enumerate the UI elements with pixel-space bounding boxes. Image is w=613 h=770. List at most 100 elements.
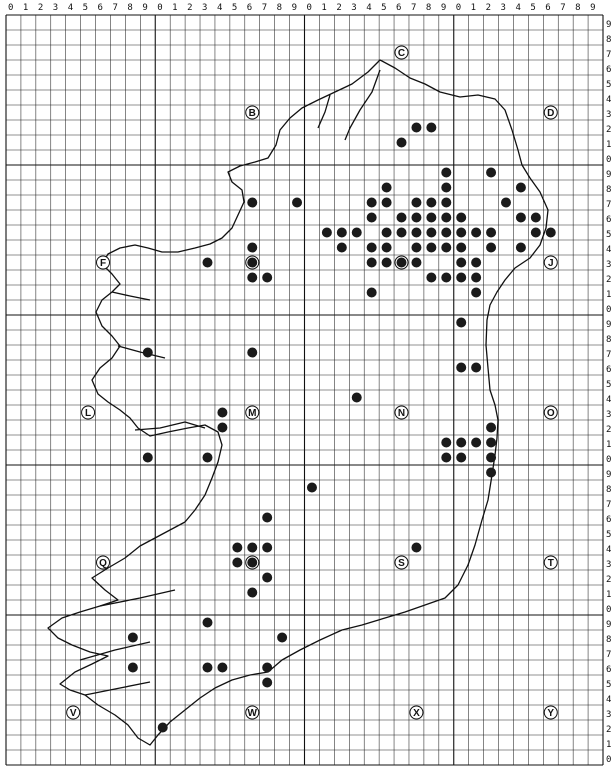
- record-dot: [441, 242, 452, 253]
- top-scale-tick: 6: [98, 3, 103, 13]
- coastline-shannon-estuary: [134, 421, 206, 431]
- record-dot: [217, 422, 228, 433]
- top-scale-tick: 0: [307, 3, 312, 13]
- right-scale-tick: 6: [606, 665, 611, 675]
- right-scale-tick: 2: [606, 275, 611, 285]
- top-scale-tick: 4: [217, 3, 222, 13]
- coastline-kenmare: [79, 641, 151, 661]
- record-dot: [486, 422, 497, 433]
- right-scale-tick: 5: [606, 380, 611, 390]
- grid-square-labels: CBDFGHJLMNOQRSTVWXY: [66, 45, 558, 720]
- record-dot: [456, 227, 467, 238]
- right-scale-tick: 4: [606, 545, 611, 555]
- right-scale-tick: 8: [606, 335, 611, 345]
- right-scale-tick: 6: [606, 215, 611, 225]
- grid-square-letter: B: [249, 108, 256, 119]
- right-scale-tick: 0: [606, 605, 611, 615]
- record-dot: [247, 557, 258, 568]
- grid-square-circle: [543, 405, 558, 420]
- grid-square-circle: [96, 555, 111, 570]
- right-scale: 9876543210987654321098765432109876543210…: [606, 20, 611, 765]
- record-dot: [202, 452, 213, 463]
- grid-square-letter: C: [398, 48, 405, 59]
- right-scale-tick: 2: [606, 425, 611, 435]
- record-dots: [127, 122, 556, 733]
- record-dot: [441, 452, 452, 463]
- grid-square-circle: [81, 405, 96, 420]
- grid-square-letter: Q: [99, 558, 107, 569]
- record-dot: [530, 212, 541, 223]
- top-scale-tick: 8: [277, 3, 282, 13]
- record-dot: [426, 212, 437, 223]
- right-scale-tick: 0: [606, 305, 611, 315]
- top-scale-tick: 3: [501, 3, 506, 13]
- record-dot: [262, 512, 273, 523]
- record-dot: [441, 167, 452, 178]
- top-scale-tick: 7: [560, 3, 565, 13]
- coastline-bantry: [84, 681, 151, 696]
- record-dot: [247, 587, 258, 598]
- top-scale-tick: 7: [112, 3, 117, 13]
- record-dot: [426, 227, 437, 238]
- right-scale-tick: 1: [606, 290, 611, 300]
- record-dot: [515, 212, 526, 223]
- right-scale-tick: 3: [606, 110, 611, 120]
- right-scale-tick: 3: [606, 560, 611, 570]
- record-dot: [411, 542, 422, 553]
- top-scale-tick: 8: [127, 3, 132, 13]
- right-scale-tick: 1: [606, 140, 611, 150]
- top-scale-tick: 1: [471, 3, 476, 13]
- record-dot: [247, 347, 258, 358]
- right-scale-tick: 2: [606, 575, 611, 585]
- record-dot: [486, 167, 497, 178]
- record-dot: [336, 242, 347, 253]
- record-dot: [381, 242, 392, 253]
- grid-square-circle: [543, 555, 558, 570]
- record-dot: [471, 272, 482, 283]
- grid-square-letter: L: [85, 408, 91, 419]
- grid-square-letter: M: [248, 408, 256, 419]
- record-dot: [292, 197, 303, 208]
- top-scale-tick: 1: [23, 3, 28, 13]
- grid-square-letter: J: [548, 258, 554, 269]
- grid-square-letter: V: [70, 708, 77, 719]
- right-scale-tick: 9: [606, 170, 611, 180]
- right-scale-tick: 5: [606, 230, 611, 240]
- grid-square-letter: N: [398, 408, 405, 419]
- record-dot: [247, 272, 258, 283]
- grid-square-letter: X: [413, 708, 420, 719]
- top-scale-tick: 8: [426, 3, 431, 13]
- record-dot: [411, 257, 422, 268]
- record-dot: [247, 242, 258, 253]
- grid-square-circle: [66, 705, 81, 720]
- record-dot: [471, 437, 482, 448]
- right-scale-tick: 8: [606, 635, 611, 645]
- grid-square-letter: F: [100, 258, 106, 269]
- record-dot: [366, 242, 377, 253]
- record-dot: [515, 242, 526, 253]
- right-scale-tick: 9: [606, 620, 611, 630]
- grid-square-letter: W: [248, 708, 258, 719]
- record-dot: [486, 437, 497, 448]
- record-dot: [262, 677, 273, 688]
- right-scale-tick: 1: [606, 590, 611, 600]
- right-scale-tick: 1: [606, 740, 611, 750]
- record-dot: [426, 122, 437, 133]
- record-dot: [441, 212, 452, 223]
- grid-lines: [5, 14, 604, 766]
- grid-square-circle: [543, 705, 558, 720]
- right-scale-tick: 0: [606, 455, 611, 465]
- record-dot: [456, 212, 467, 223]
- right-scale-tick: 4: [606, 95, 611, 105]
- right-scale-tick: 7: [606, 200, 611, 210]
- top-scale-tick: 0: [456, 3, 461, 13]
- top-scale-tick: 2: [38, 3, 43, 13]
- top-scale-tick: 4: [366, 3, 371, 13]
- top-scale-tick: 5: [381, 3, 386, 13]
- record-dot: [366, 212, 377, 223]
- top-scale-tick: 4: [68, 3, 73, 13]
- record-dot: [471, 227, 482, 238]
- record-dot: [456, 272, 467, 283]
- top-scale-tick: 8: [575, 3, 580, 13]
- top-scale-tick: 6: [545, 3, 550, 13]
